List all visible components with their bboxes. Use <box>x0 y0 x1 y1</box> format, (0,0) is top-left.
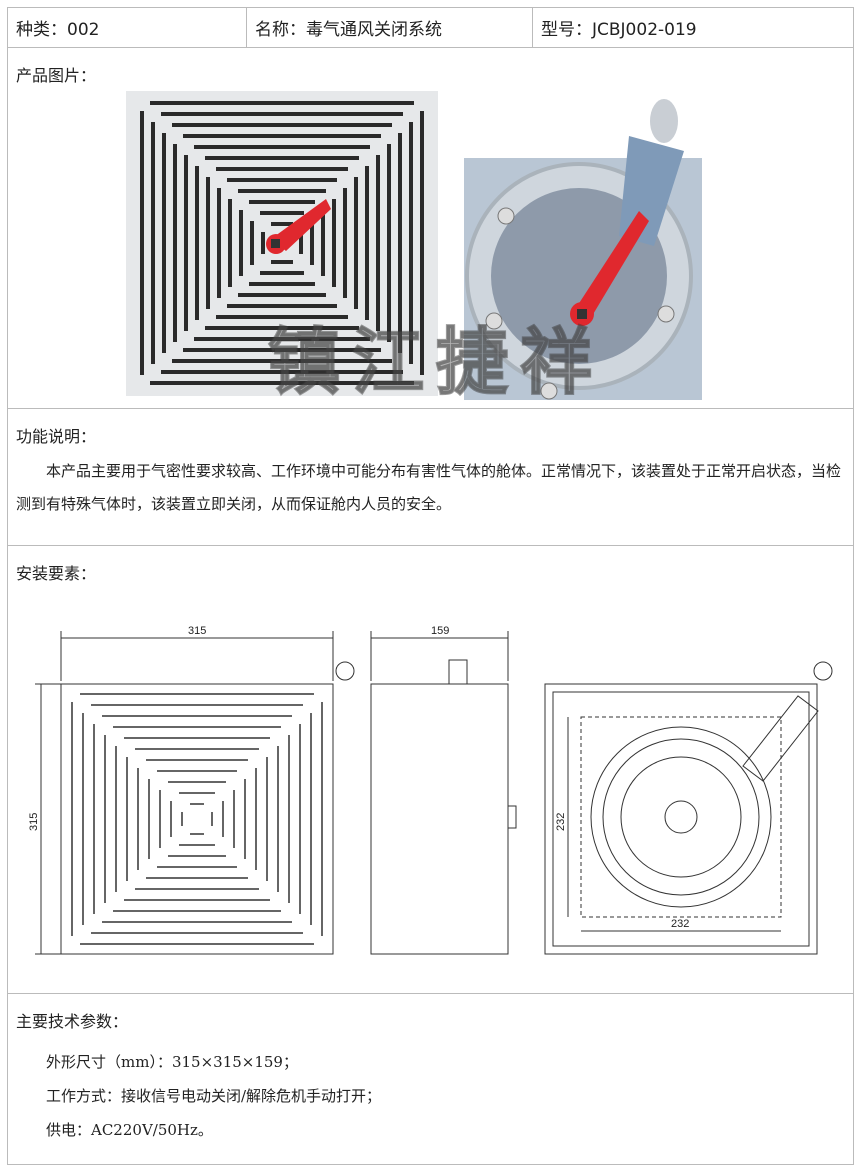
dim-front-height: 315 <box>28 813 40 831</box>
function-section: 功能说明： 本产品主要用于气密性要求较高、工作环境中可能分布有害性气体的舱体。正… <box>8 409 853 546</box>
dim-back-inner-width: 232 <box>671 918 689 930</box>
model-cell: 型号：JCBJ002-019 <box>541 20 697 40</box>
param-working-mode: 工作方式：接收信号电动关闭/解除危机手动打开； <box>46 1087 382 1105</box>
photos-section: 产品图片： 镇江捷祥 <box>8 48 853 409</box>
installation-drawing: 315 315 159 232 232 <box>28 626 833 955</box>
params-title: 主要技术参数： <box>16 1012 129 1031</box>
install-section: 安装要素： 315 315 159 <box>8 546 853 994</box>
category-cell: 种类：002 <box>8 8 247 47</box>
louver-panel-photo <box>126 91 438 396</box>
spec-sheet: 种类：002 名称：毒气通风关闭系统 型号：JCBJ002-019 产品图片： … <box>7 7 854 1165</box>
params-section: 主要技术参数： 外形尺寸（mm）：315×315×159； 工作方式：接收信号电… <box>8 994 853 1166</box>
param-dimensions: 外形尺寸（mm）：315×315×159； <box>46 1053 298 1071</box>
header-row: 种类：002 名称：毒气通风关闭系统 型号：JCBJ002-019 <box>8 8 853 48</box>
name-cell: 名称：毒气通风关闭系统 <box>247 8 533 47</box>
dim-side-depth: 159 <box>431 626 449 637</box>
watermark: 镇江捷祥 <box>267 319 605 405</box>
dim-front-width: 315 <box>188 626 206 637</box>
param-power-supply: 供电：AC220V/50Hz。 <box>46 1121 213 1139</box>
dim-back-inner-height: 232 <box>555 813 567 831</box>
function-title: 功能说明： <box>16 427 97 446</box>
function-text: 本产品主要用于气密性要求较高、工作环境中可能分布有害性气体的舱体。正常情况下，该… <box>16 462 842 513</box>
install-title: 安装要素： <box>16 564 97 583</box>
damper-body-photo <box>464 99 702 400</box>
photos-title: 产品图片： <box>16 66 97 85</box>
